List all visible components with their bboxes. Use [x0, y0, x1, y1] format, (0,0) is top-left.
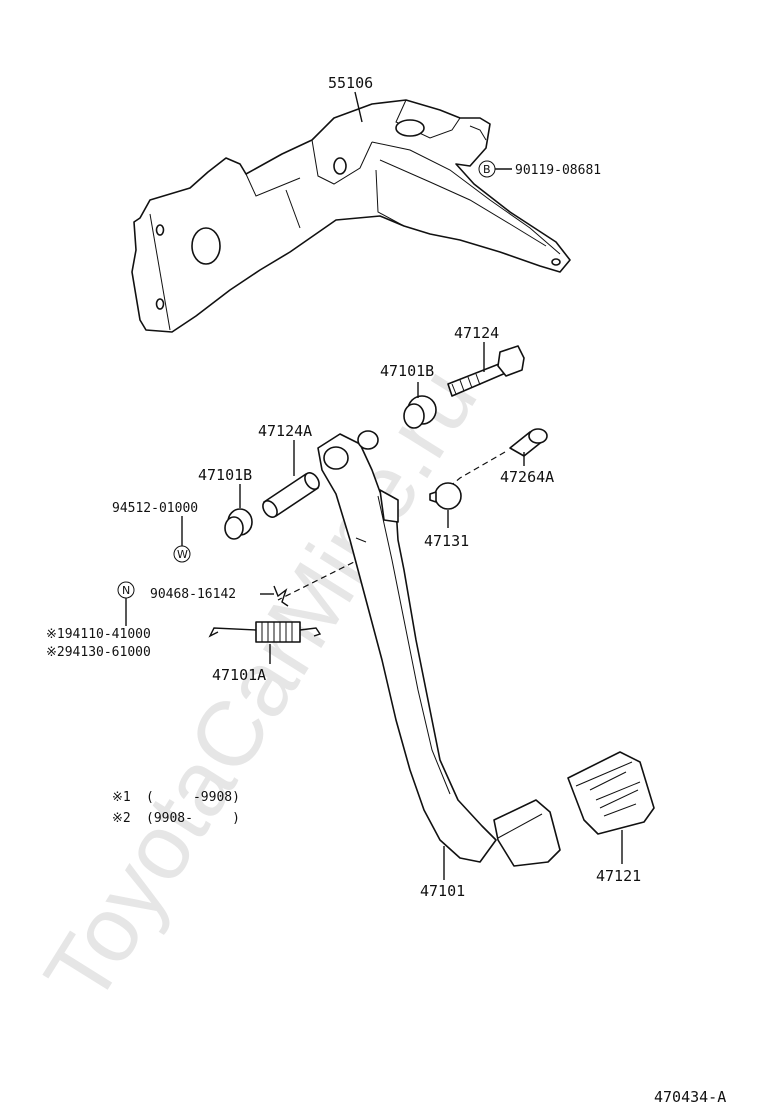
watermark: ToyotaCarMine.ru: [25, 351, 496, 1021]
collar: [262, 472, 320, 518]
label-55106: 55106: [328, 74, 373, 92]
label-47101a: 47101A: [212, 666, 266, 684]
nut-marker-n: N: [122, 584, 130, 597]
cushion: [429, 482, 462, 510]
pedal-bracket: [131, 99, 571, 333]
label-47101b-upper: 47101B: [380, 362, 434, 380]
label-spring-1: ※194110-41000: [46, 627, 151, 642]
label-47121: 47121: [596, 867, 641, 885]
clip: [273, 585, 289, 607]
return-spring: [208, 621, 322, 643]
diagram-code: 470434-A: [654, 1088, 726, 1106]
washer-marker-w-icon: [173, 545, 191, 563]
stop-bolt: [509, 428, 548, 457]
bolt-marker-b: B: [483, 163, 491, 176]
label-90468-16142: 90468-16142: [150, 587, 236, 602]
bushing-lower: [224, 508, 253, 540]
pedal-pad: [567, 751, 655, 835]
label-90119-08681: 90119-08681: [515, 163, 601, 178]
label-47131: 47131: [424, 532, 469, 550]
label-94512-01000: 94512-01000: [112, 501, 198, 516]
brake-pedal-arm: [317, 430, 561, 867]
label-47101: 47101: [420, 882, 465, 900]
note-1-mark: ※1: [112, 790, 131, 805]
label-47124: 47124: [454, 324, 499, 342]
label-47101b-lower: 47101B: [198, 466, 252, 484]
label-spring-2: ※294130-61000: [46, 645, 151, 660]
washer-marker-w: W: [177, 548, 188, 561]
label-47124a: 47124A: [258, 422, 312, 440]
pedal-bolt: [447, 345, 525, 397]
note-2-mark: ※2: [112, 811, 131, 826]
note-2-range: (9908- ): [146, 811, 240, 826]
note-1-range: ( -9908): [146, 790, 240, 805]
label-47264a: 47264A: [500, 468, 554, 486]
leader-55106: [354, 91, 363, 123]
bushing-upper: [403, 395, 437, 429]
